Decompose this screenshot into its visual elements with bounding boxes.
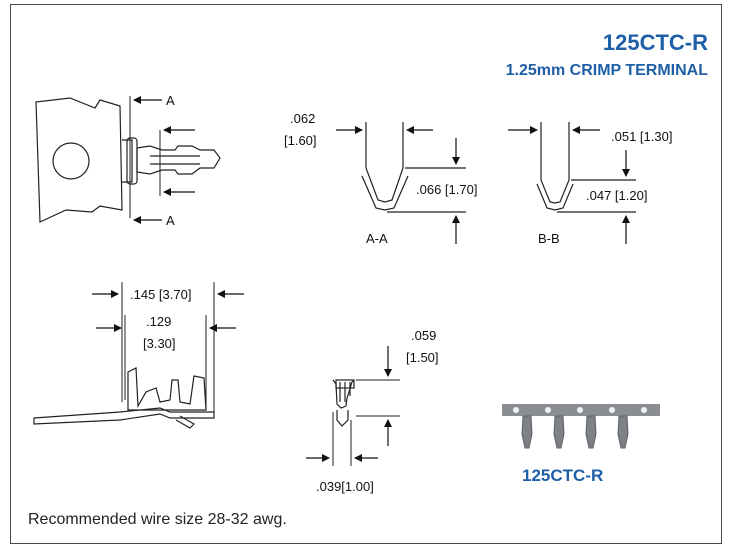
end-height-mm: [1.50]	[406, 350, 439, 365]
wire-size-note: Recommended wire size 28-32 awg.	[28, 511, 287, 528]
aa-height-dim: .066 [1.70]	[416, 182, 477, 197]
bb-label: B-B	[538, 231, 560, 246]
end-profile-outer	[332, 379, 355, 409]
side-inner-mm: [3.30]	[143, 336, 176, 351]
carrier-profile	[33, 407, 215, 425]
end-width-dim: .039[1.00]	[316, 479, 374, 494]
crimp-tail	[175, 415, 195, 429]
side-view	[33, 282, 215, 429]
part-number-title: 125CTC-R	[602, 30, 708, 55]
pilot-hole	[52, 142, 90, 180]
end-view	[332, 379, 400, 466]
side-outer-dim: .145 [3.70]	[130, 287, 191, 302]
aa-label: A-A	[366, 231, 388, 246]
section-label-a-bottom: A	[166, 213, 175, 228]
side-inner-in: .129	[146, 314, 171, 329]
section-bb-arrows	[508, 126, 630, 244]
end-profile-tip	[336, 410, 349, 427]
part-description: 1.25mm CRIMP TERMINAL	[505, 62, 708, 79]
side-view-arrows	[92, 290, 244, 332]
section-arrows	[133, 96, 195, 224]
terminal-profile	[127, 367, 207, 411]
top-view	[35, 96, 221, 223]
photo-caption: 125CTC-R	[522, 466, 604, 485]
end-height-in: .059	[411, 328, 436, 343]
bb-height-dim: .047 [1.20]	[586, 188, 647, 203]
aa-width-mm: [1.60]	[284, 133, 317, 148]
aa-width-in: .062	[290, 111, 315, 126]
section-aa-arrows	[336, 126, 460, 244]
section-bb-profile	[536, 122, 636, 213]
bb-width-dim: .051 [1.30]	[611, 129, 672, 144]
section-aa-profile	[361, 122, 466, 213]
end-view-arrows	[306, 346, 392, 462]
terminal-body	[136, 145, 221, 175]
product-photo	[502, 404, 660, 449]
section-label-a-top: A	[166, 93, 175, 108]
drawing-frame	[10, 4, 722, 544]
carrier-strip	[35, 97, 123, 223]
